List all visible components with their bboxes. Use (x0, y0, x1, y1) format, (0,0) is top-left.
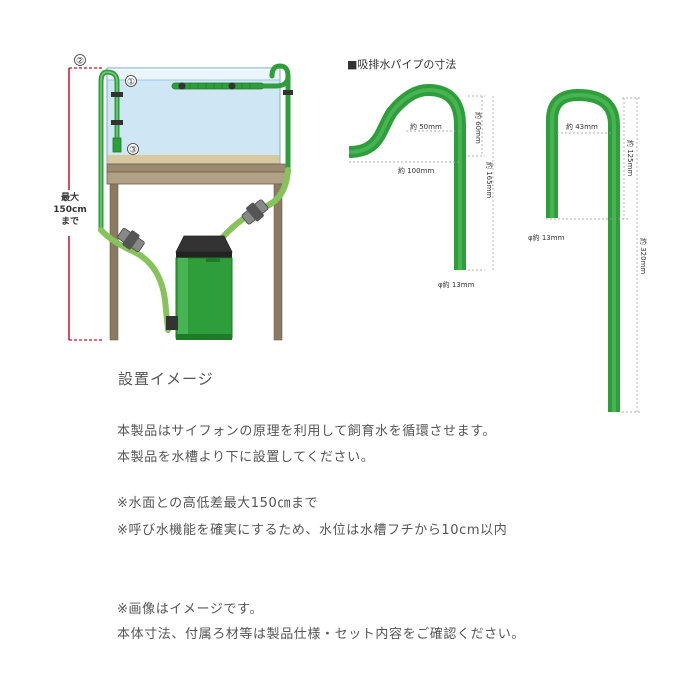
pipe-a-height-full: 約 165mm (485, 162, 494, 198)
description-line-1: 本製品はサイフォンの原理を利用して飼育水を循環させます。 (117, 424, 497, 439)
note-spec-check: 本体寸法、付属ろ材等は製品仕様・セット内容をご確認ください。 (117, 627, 526, 642)
intake-hose (98, 227, 171, 333)
pipe-heading: ■吸排水パイプの寸法 (347, 57, 456, 71)
pipe-a-height-top: 約 60mm (474, 112, 483, 144)
return-pipe (261, 63, 291, 89)
pipe-a-diameter: φ約 13mm (438, 280, 475, 289)
spray-bar (171, 82, 265, 90)
note-water-level: ※呼び水機能を確実にするため、水位は水槽フチから10cm以内 (117, 523, 508, 538)
pipe-b-width: 約 43mm (566, 122, 598, 131)
height-note-line3: まで (61, 216, 79, 227)
pipe-b-height-long: 約 320mm (639, 238, 648, 274)
marker-3: ③ (129, 146, 137, 156)
marker-2-circle (74, 54, 86, 66)
pipe-b-height-short: 約 125mm (626, 140, 635, 176)
pipe-a-width-large: 約 100mm (398, 166, 434, 175)
stand (106, 163, 288, 341)
marker-3-circle (127, 143, 139, 155)
intake-strainer (112, 137, 122, 153)
return-valve (241, 199, 269, 225)
marker-2: ② (76, 57, 84, 67)
note-height-limit: ※水面との高低差最大150㎝まで (117, 496, 319, 511)
pipe-a-width-small: 約 50mm (410, 122, 442, 131)
pipe-b-diameter: φ約 13mm (528, 233, 565, 242)
diagram-caption: 設置イメージ (118, 370, 214, 388)
pipe-a-dimensions (349, 95, 494, 271)
pipe-b (546, 88, 620, 412)
marker-1-circle (125, 75, 137, 87)
canister-filter (166, 235, 233, 340)
marker-1: ① (127, 78, 135, 88)
intake-valve (117, 228, 145, 252)
height-bracket (52, 67, 104, 341)
height-note-line1: 最大 (61, 191, 79, 203)
pipe-a (348, 83, 466, 270)
height-note-line2: 150cm (53, 205, 87, 215)
pipe-b-dimensions (546, 97, 640, 413)
aquarium-tank (106, 67, 281, 165)
description-line-2: 本製品を水槽より下に設置してください。 (117, 450, 375, 465)
note-image-disclaimer: ※画像はイメージです。 (117, 602, 263, 617)
